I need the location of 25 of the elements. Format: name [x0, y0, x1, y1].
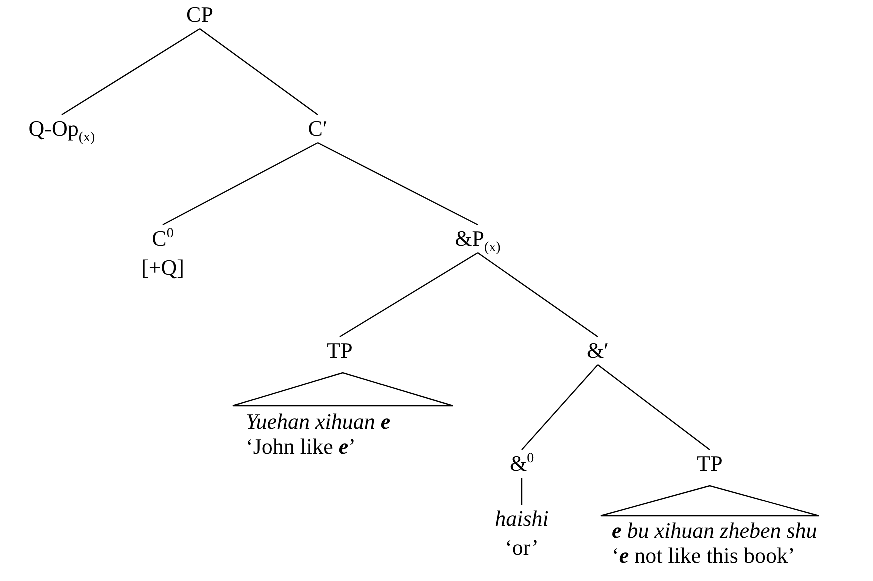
triangle-outline	[600, 485, 820, 517]
node-label: C$^{0}$	[152, 226, 174, 251]
node-label: &$^{0}$	[510, 451, 534, 476]
translation-gloss: ‘or’	[505, 535, 539, 560]
tree-branch	[522, 364, 598, 450]
translation-gloss: ‘John like e’	[246, 434, 356, 459]
word-label: haishi	[495, 506, 549, 531]
tree-branch	[162, 142, 318, 226]
tree-branch	[478, 252, 598, 338]
example-sentence: Yuehan xihuan e	[246, 409, 391, 434]
node-label: CP	[186, 2, 214, 27]
node-label: &′	[587, 338, 609, 363]
tree-branch	[521, 478, 523, 505]
node-label: C′	[308, 116, 328, 141]
example-sentence: e bu xihuan zheben shu	[612, 518, 818, 543]
tree-branch	[200, 28, 318, 116]
tree-branch	[318, 142, 478, 226]
feature-label: [+Q]	[142, 255, 184, 280]
node-label: TP	[697, 451, 723, 476]
node-label: TP	[327, 338, 353, 363]
translation-gloss: ‘e not like this book’	[612, 543, 796, 568]
tree-branch	[340, 252, 478, 338]
tree-branch	[62, 28, 200, 116]
triangle-outline	[232, 372, 454, 407]
tree-branch	[598, 364, 710, 450]
